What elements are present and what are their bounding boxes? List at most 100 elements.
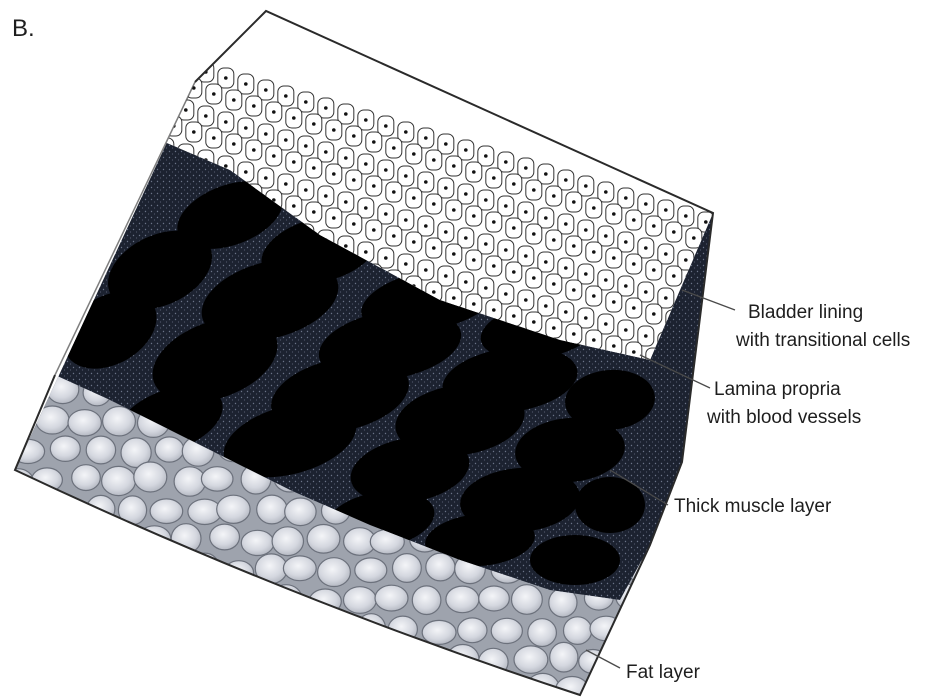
transitional-cell <box>666 266 682 286</box>
fat-cell <box>426 553 455 581</box>
transitional-cell <box>718 526 734 546</box>
fat-cell <box>217 495 250 523</box>
fat-cell <box>220 616 250 646</box>
transitional-cell <box>678 206 694 226</box>
transitional-cell <box>378 248 394 268</box>
fat-cell <box>12 498 45 522</box>
fat-cell <box>393 554 422 583</box>
fat-cell <box>174 467 205 496</box>
transitional-cell <box>538 164 554 184</box>
transitional-cell <box>418 128 434 148</box>
label-bladder-lining: Bladder lining <box>748 302 863 323</box>
fat-cell <box>118 496 146 525</box>
fat-cell <box>116 616 146 642</box>
fat-cell <box>191 553 220 581</box>
label-thick-muscle-layer: Thick muscle layer <box>674 496 832 517</box>
transitional-cell <box>218 68 234 88</box>
transitional-cell <box>458 140 474 160</box>
fat-cell <box>412 586 441 615</box>
transitional-cell <box>586 286 602 306</box>
fat-cell <box>596 674 630 699</box>
transitional-cell <box>438 266 454 286</box>
fat-cell <box>17 677 51 699</box>
fat-cell <box>3 348 32 373</box>
fat-cell <box>151 673 182 699</box>
transitional-cell <box>698 520 714 540</box>
transitional-cell <box>226 134 242 154</box>
transitional-cell <box>246 96 262 116</box>
transitional-cell <box>438 222 454 242</box>
transitional-cell <box>418 216 434 236</box>
transitional-cell <box>638 238 654 258</box>
fat-cell <box>322 618 355 644</box>
transitional-cell <box>346 214 362 234</box>
fat-cell <box>107 587 136 615</box>
transitional-cell <box>598 182 614 202</box>
fat-cell <box>81 677 112 699</box>
transitional-cell <box>386 182 402 202</box>
transitional-cell <box>466 250 482 270</box>
transitional-cell <box>278 174 294 194</box>
fat-cell <box>171 524 201 554</box>
fat-cell <box>68 410 101 436</box>
fat-cell <box>512 585 543 615</box>
transitional-cell <box>666 222 682 242</box>
fat-cell <box>241 530 274 555</box>
transitional-cell <box>658 200 674 220</box>
fat-cell <box>283 556 316 581</box>
fat-cell <box>184 620 215 645</box>
fat-cell <box>154 615 182 640</box>
transitional-cell <box>278 130 294 150</box>
label-lamina-propria: Lamina propria <box>714 379 841 400</box>
fat-cell <box>190 678 218 699</box>
transitional-cell <box>298 136 314 156</box>
fat-cell <box>309 589 341 614</box>
transitional-cell <box>218 112 234 132</box>
transitional-cell <box>366 176 382 196</box>
transitional-cell <box>466 206 482 226</box>
fat-cell <box>69 527 100 556</box>
fat-cell <box>458 618 487 643</box>
fat-cell <box>108 530 137 555</box>
fat-cell <box>446 586 479 613</box>
fat-cell <box>36 345 64 374</box>
transitional-cell <box>718 438 734 458</box>
transitional-cell <box>426 150 442 170</box>
transitional-cell <box>478 190 494 210</box>
fat-cell <box>150 499 183 524</box>
transitional-cell <box>478 146 494 166</box>
transitional-cell <box>318 98 334 118</box>
transitional-cell <box>258 124 274 144</box>
fat-cell <box>86 436 115 464</box>
transitional-cell <box>646 216 662 236</box>
fat-cell <box>375 585 408 611</box>
fat-cell <box>134 462 167 492</box>
label-transitional-cells: with transitional cells <box>735 330 910 351</box>
transitional-cell <box>706 278 722 298</box>
transitional-cell <box>226 90 242 110</box>
transitional-cell <box>578 308 594 328</box>
fat-cell <box>359 673 390 699</box>
fat-cell <box>412 645 444 670</box>
transitional-cell <box>186 122 202 142</box>
transitional-cell <box>566 324 582 344</box>
fat-cell <box>52 557 81 586</box>
transitional-cell <box>458 184 474 204</box>
transitional-cell <box>578 176 594 196</box>
transitional-cell <box>378 160 394 180</box>
fat-cell <box>395 675 423 699</box>
transitional-cell <box>386 138 402 158</box>
fat-cell <box>5 648 35 677</box>
transitional-cell <box>298 92 314 112</box>
fat-cell <box>121 678 151 699</box>
transitional-cell <box>418 172 434 192</box>
transitional-cell <box>398 254 414 274</box>
fat-cell <box>1 584 32 612</box>
fat-cell <box>150 558 182 586</box>
transitional-cell <box>638 194 654 214</box>
fat-cell <box>492 674 525 699</box>
transitional-cell <box>718 218 734 238</box>
transitional-cell <box>286 152 302 172</box>
fat-cell <box>306 648 335 677</box>
transitional-cell <box>258 168 274 188</box>
